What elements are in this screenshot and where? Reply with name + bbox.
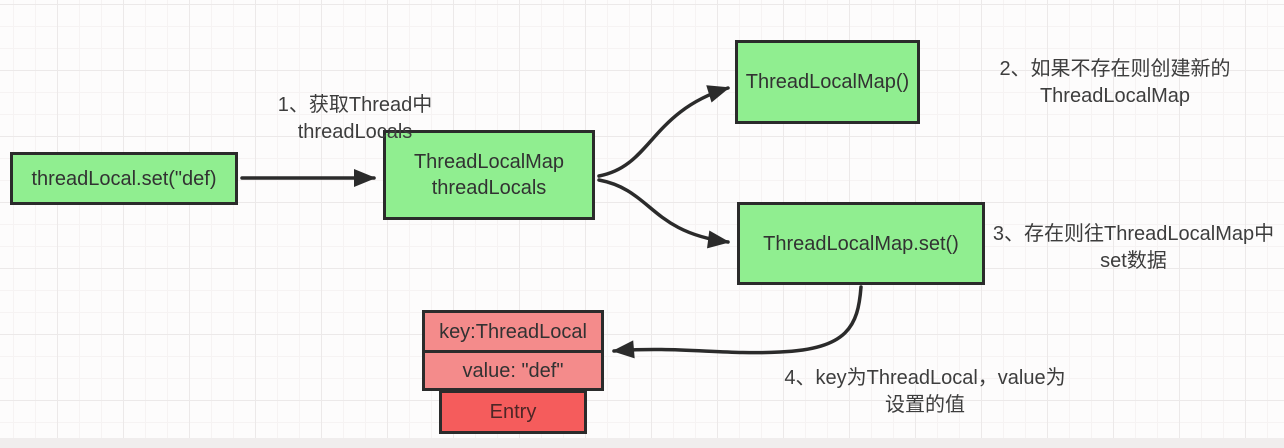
node-threadlocals-map-line1: ThreadLocalMap [413, 151, 565, 173]
node-entry-value: value: "def" [422, 350, 604, 391]
node-threadlocalmap-constructor: ThreadLocalMap() [735, 40, 920, 124]
node-entry-key-label: key:ThreadLocal [439, 320, 587, 343]
bottom-edge-strip [0, 438, 1284, 448]
annotation-step4-line2: 设置的值 [885, 394, 965, 416]
node-entry-key: key:ThreadLocal [422, 310, 604, 353]
node-threadlocal-set: threadLocal.set("def) [10, 152, 238, 205]
node-threadlocalmap-set-label: ThreadLocalMap.set() [763, 232, 959, 255]
annotation-step4-line1: 4、key为ThreadLocal，value为 [784, 367, 1066, 389]
node-threadlocals-map-line2: threadLocals [431, 177, 547, 199]
node-entry-value-label: value: "def" [462, 359, 564, 382]
annotation-step3: 3、存在则往ThreadLocalMap中 set数据 [983, 221, 1284, 275]
arrow-threadlocals-to-mapset [597, 178, 730, 249]
annotation-step1-line1: 1、获取Thread中 [277, 94, 433, 116]
annotation-step2-line2: ThreadLocalMap [1039, 85, 1191, 107]
arrow-mapset-to-entry [612, 285, 863, 359]
annotation-step3-line1: 3、存在则往ThreadLocalMap中 [992, 223, 1275, 245]
annotation-step2: 2、如果不存在则创建新的 ThreadLocalMap [948, 56, 1282, 110]
node-threadlocalmap-set: ThreadLocalMap.set() [737, 202, 985, 285]
annotation-step4: 4、key为ThreadLocal，value为 设置的值 [768, 365, 1082, 419]
annotation-step1: 1、获取Thread中 threadLocals [232, 92, 478, 146]
node-entry-label: Entry [489, 401, 537, 423]
node-entry: Entry [439, 390, 587, 434]
arrow-threadlocals-to-mapctor [597, 85, 730, 178]
annotation-step3-line2: set数据 [1100, 250, 1167, 272]
annotation-step2-line1: 2、如果不存在则创建新的 [999, 58, 1231, 80]
node-threadlocal-set-label: threadLocal.set("def) [31, 167, 217, 190]
node-threadlocalmap-constructor-label: ThreadLocalMap() [745, 71, 910, 93]
annotation-step1-line2: threadLocals [297, 121, 413, 143]
node-threadlocals-map: ThreadLocalMap threadLocals [383, 130, 595, 220]
